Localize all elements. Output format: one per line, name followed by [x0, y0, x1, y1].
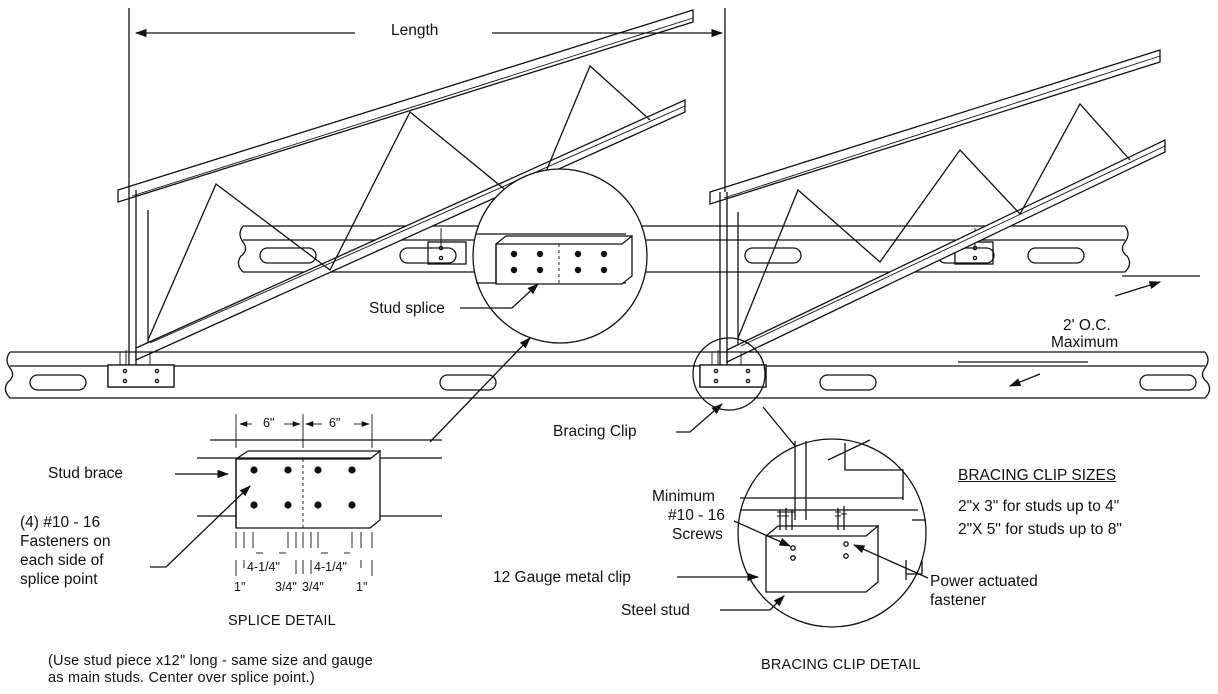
- bracing-clip-detail: [677, 438, 929, 628]
- length-dimension: [128, 8, 726, 192]
- minimum-label-line3: Screws: [672, 526, 723, 543]
- bracing-clip-callout: [676, 337, 801, 453]
- splice-detail: [150, 414, 442, 576]
- fasteners-label-line4: splice point: [20, 571, 98, 588]
- splice-note-line1: (Use stud piece x12" long - same size an…: [48, 653, 373, 669]
- left-stud-assembly: [107, 9, 694, 388]
- splice-dim-top-left: 6": [263, 416, 275, 430]
- clip-size-row-2: 2"X 5" for studs up to 8": [958, 521, 1122, 538]
- bracing-clip-detail-caption: BRACING CLIP DETAIL: [761, 657, 921, 673]
- fasteners-label-line1: (4) #10 - 16: [20, 514, 101, 531]
- splice-detail-caption: SPLICE DETAIL: [228, 613, 336, 629]
- bracing-clip-label: Bracing Clip: [553, 423, 637, 440]
- stud-brace-label: Stud brace: [48, 465, 123, 482]
- spacing-dimension: [958, 275, 1200, 387]
- splice-dim-mid-right: 4-1/4": [314, 560, 347, 574]
- clip-size-row-1: 2"x 3" for studs up to 4": [958, 498, 1120, 515]
- spacing-label-line1: 2' O.C.: [1063, 317, 1111, 334]
- splice-note-line2: as main studs. Center over splice point.…: [48, 670, 315, 686]
- fasteners-label-line3: each side of: [20, 552, 104, 569]
- splice-dim-bottom-3: 3/4": [302, 580, 324, 594]
- front-bridging-channel: [4, 351, 1211, 399]
- splice-dim-bottom-4: 1": [356, 580, 368, 594]
- minimum-label-line2: #10 - 16: [668, 507, 725, 524]
- right-stud-assembly: [699, 49, 1166, 388]
- minimum-label-line1: Minimum: [652, 488, 715, 505]
- clip-sizes-heading: BRACING CLIP SIZES: [958, 467, 1117, 484]
- splice-dim-top-right: 6": [329, 416, 341, 430]
- stud-splice-callout: [429, 168, 648, 443]
- stud-splice-label: Stud splice: [369, 300, 445, 317]
- splice-dim-bottom-2: 3/4": [275, 580, 297, 594]
- spacing-label-line2: Maximum: [1051, 334, 1119, 351]
- length-label: Length: [391, 22, 439, 39]
- power-fastener-label-line2: fastener: [930, 592, 987, 609]
- metal-clip-label: 12 Gauge metal clip: [493, 569, 631, 586]
- fasteners-label-line2: Fasteners on: [20, 533, 111, 550]
- splice-dim-bottom-1: 1": [234, 580, 246, 594]
- splice-dim-mid-left: 4-1/4": [247, 560, 280, 574]
- steel-stud-label: Steel stud: [621, 602, 690, 619]
- power-fastener-label-line1: Power actuated: [930, 573, 1038, 590]
